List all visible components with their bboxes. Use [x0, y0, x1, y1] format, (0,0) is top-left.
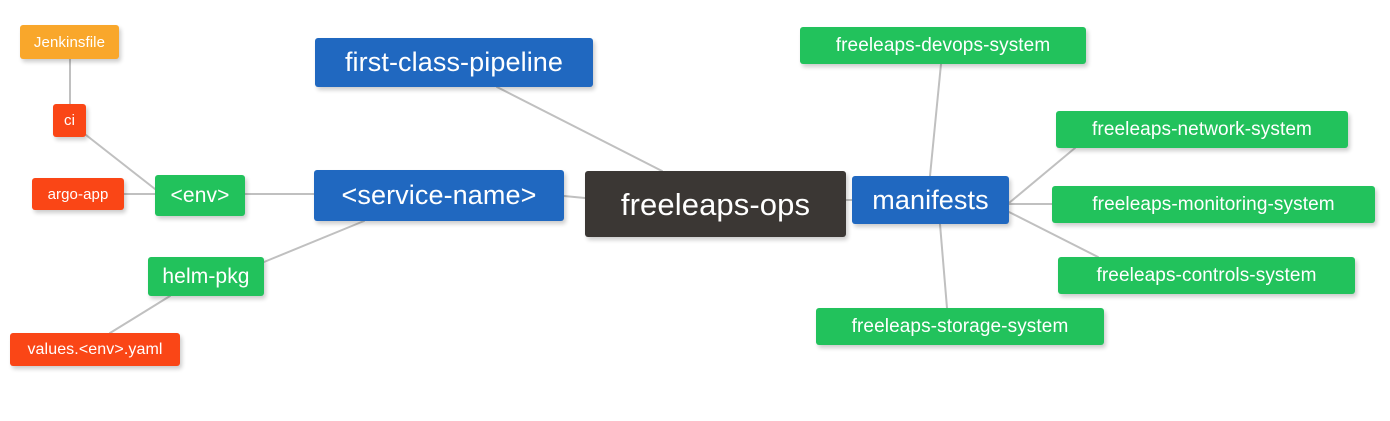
node-freeleaps-network-system[interactable]: freeleaps-network-system: [1056, 111, 1348, 148]
edge-manifests-to-freeleaps-devops-system: [929, 63, 942, 177]
edge-first-class-pipeline-to-freeleaps-ops: [496, 86, 663, 172]
node-jenkinsfile[interactable]: Jenkinsfile: [20, 25, 119, 59]
node-freeleaps-controls-system[interactable]: freeleaps-controls-system: [1058, 257, 1355, 294]
node-manifests[interactable]: manifests: [852, 176, 1009, 224]
edge-service-name-to-freeleaps-ops: [563, 195, 586, 199]
node-first-class-pipeline[interactable]: first-class-pipeline: [315, 38, 593, 87]
node-helm-pkg[interactable]: helm-pkg: [148, 257, 264, 296]
node-env[interactable]: <env>: [155, 175, 245, 216]
node-service-name[interactable]: <service-name>: [314, 170, 564, 221]
node-values-env-yaml[interactable]: values.<env>.yaml: [10, 333, 180, 366]
edge-helm-pkg-to-values-env-yaml: [109, 295, 171, 334]
edge-manifests-to-freeleaps-storage-system: [939, 223, 948, 309]
node-ci[interactable]: ci: [53, 104, 86, 137]
node-freeleaps-storage-system[interactable]: freeleaps-storage-system: [816, 308, 1104, 345]
node-argo-app[interactable]: argo-app: [32, 178, 124, 210]
edge-service-name-to-helm-pkg: [263, 220, 365, 263]
node-freeleaps-devops-system[interactable]: freeleaps-devops-system: [800, 27, 1086, 64]
node-freeleaps-ops[interactable]: freeleaps-ops: [585, 171, 846, 237]
node-freeleaps-monitoring-system[interactable]: freeleaps-monitoring-system: [1052, 186, 1375, 223]
